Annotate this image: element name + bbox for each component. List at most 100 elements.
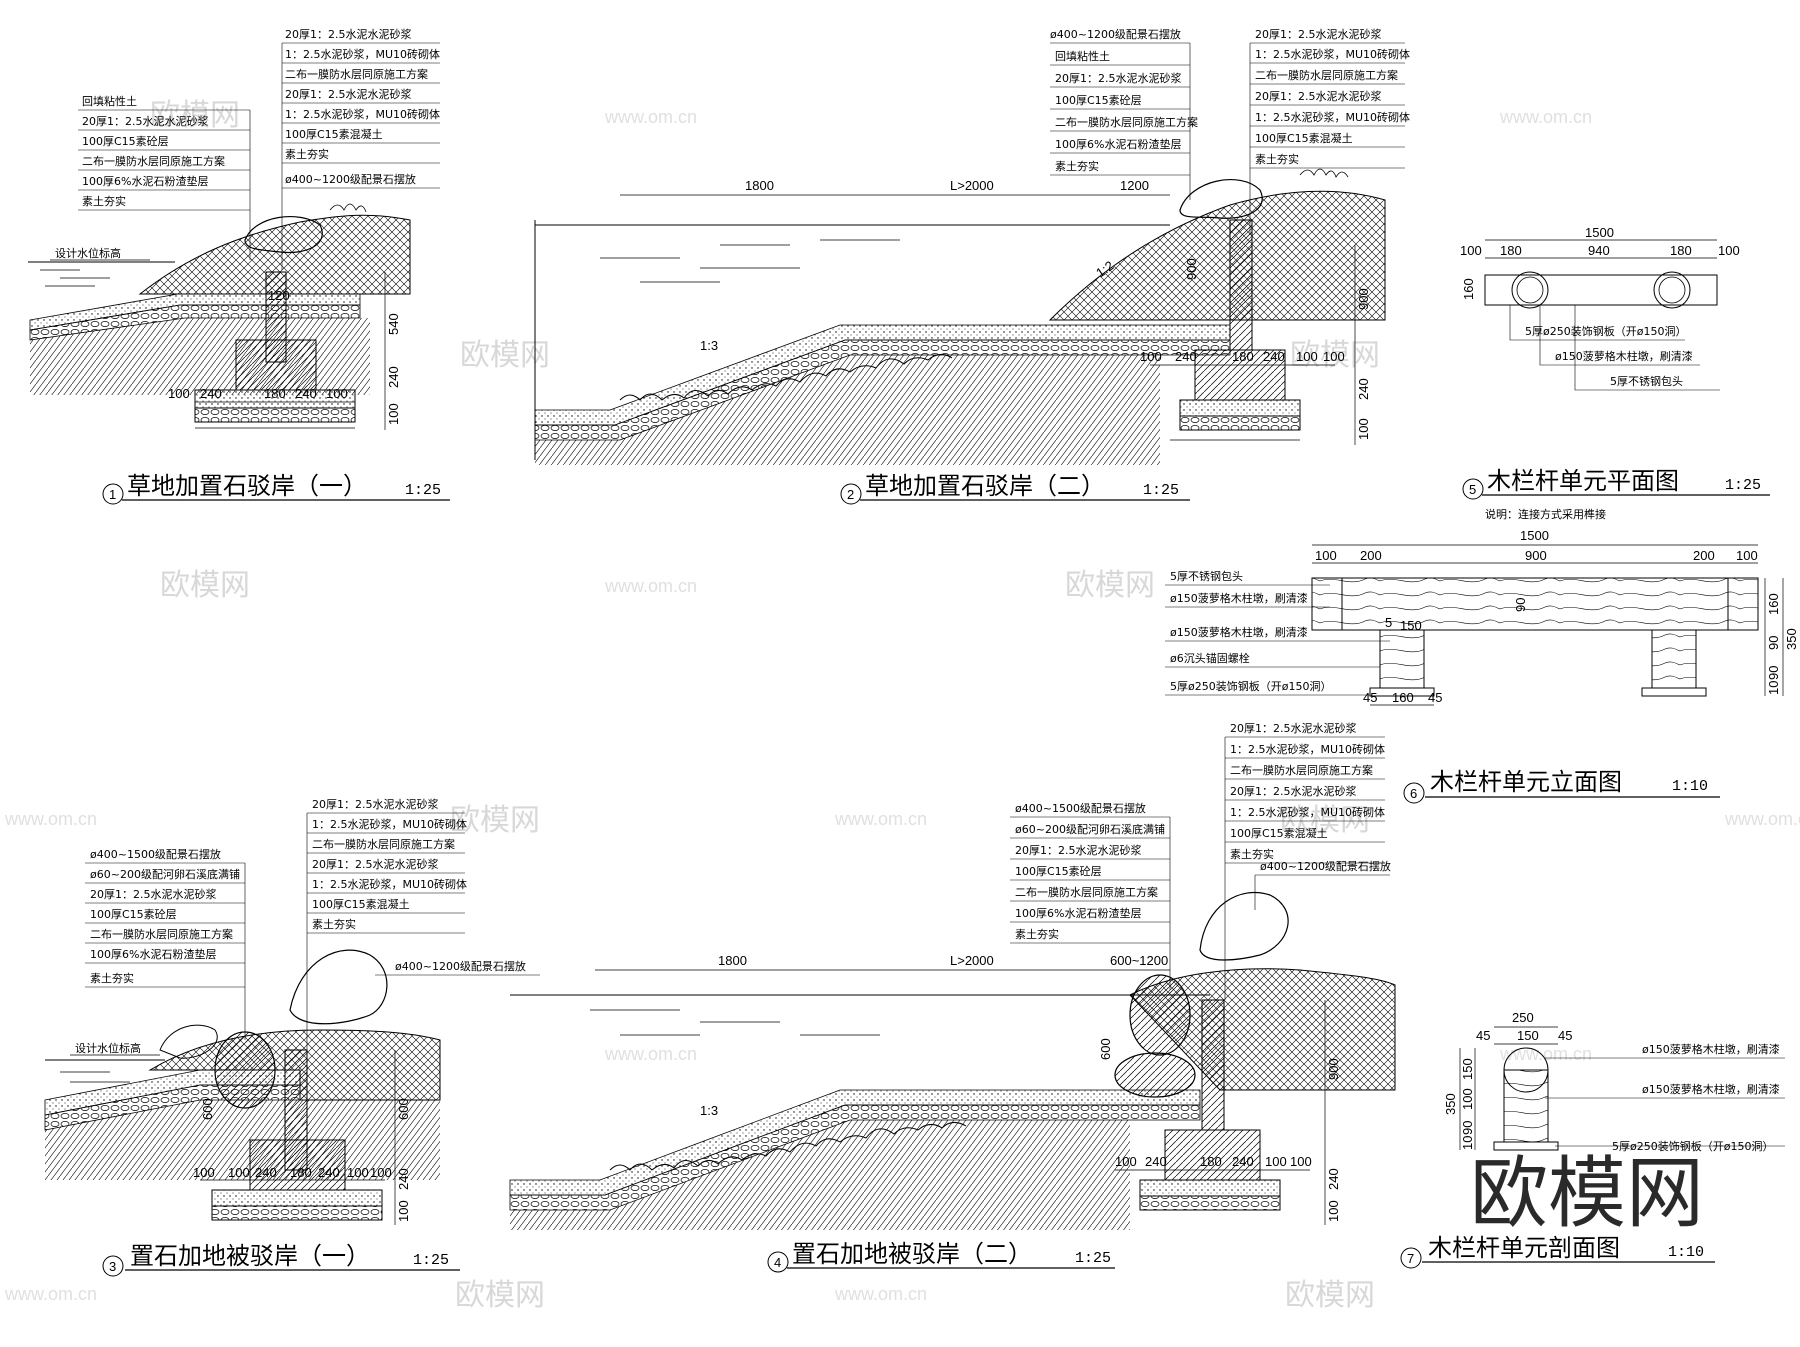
svg-text:ø400~1500级配景石摆放: ø400~1500级配景石摆放 bbox=[90, 847, 221, 861]
figure-1-section: 设计水位标高 回填粘性土 20厚1：2.5水泥水泥砂浆 100厚C15素砼层 二… bbox=[28, 27, 450, 505]
svg-text:100: 100 bbox=[1736, 548, 1758, 563]
svg-text:100厚C15素混凝土: 100厚C15素混凝土 bbox=[312, 897, 410, 911]
svg-text:120: 120 bbox=[268, 288, 290, 303]
svg-text:草地加置石驳岸（二）: 草地加置石驳岸（二） bbox=[865, 472, 1105, 500]
svg-text:240: 240 bbox=[1263, 349, 1285, 364]
svg-text:180: 180 bbox=[1232, 349, 1254, 364]
svg-text:ø150菠萝格木柱墩，刷清漆: ø150菠萝格木柱墩，刷清漆 bbox=[1170, 591, 1308, 605]
svg-text:2: 2 bbox=[847, 487, 854, 502]
figure-1-title: 1 草地加置石驳岸（一） 1:25 bbox=[102, 472, 450, 505]
svg-text:240: 240 bbox=[1175, 349, 1197, 364]
svg-text:欧模网: 欧模网 bbox=[160, 568, 250, 603]
svg-text:160: 160 bbox=[1392, 690, 1414, 705]
svg-text:100: 100 bbox=[1718, 243, 1740, 258]
svg-text:45: 45 bbox=[1428, 690, 1442, 705]
svg-text:1:25: 1:25 bbox=[1075, 1250, 1111, 1267]
svg-text:欧模网: 欧模网 bbox=[460, 338, 550, 373]
svg-text:素土夯实: 素土夯实 bbox=[1230, 847, 1274, 861]
figure-3-title: 3 置石加地被驳岸（一） 1:25 bbox=[102, 1242, 460, 1277]
svg-text:5厚ø250装饰钢板（开ø150洞）: 5厚ø250装饰钢板（开ø150洞） bbox=[1525, 324, 1686, 338]
svg-text:100: 100 bbox=[1115, 1154, 1137, 1169]
svg-text:150: 150 bbox=[1517, 1028, 1539, 1043]
svg-text:ø400~1500级配景石摆放: ø400~1500级配景石摆放 bbox=[1015, 801, 1146, 815]
svg-text:5厚ø250装饰钢板（开ø150洞）: 5厚ø250装饰钢板（开ø150洞） bbox=[1170, 679, 1331, 693]
svg-text:100厚C15素砼层: 100厚C15素砼层 bbox=[1055, 94, 1142, 107]
svg-text:100: 100 bbox=[193, 1165, 215, 1180]
svg-text:100: 100 bbox=[228, 1165, 250, 1180]
svg-text:45: 45 bbox=[1363, 690, 1377, 705]
svg-text:900: 900 bbox=[1356, 288, 1371, 310]
svg-text:100: 100 bbox=[396, 1200, 411, 1222]
svg-text:二布一膜防水层同原施工方案: 二布一膜防水层同原施工方案 bbox=[82, 154, 225, 168]
svg-text:www.om.cn: www.om.cn bbox=[834, 809, 927, 829]
figure-6-title: 6 木栏杆单元立面图 1:10 bbox=[1403, 768, 1720, 804]
svg-text:草地加置石驳岸（一）: 草地加置石驳岸（一） bbox=[127, 472, 367, 500]
svg-text:1: 1 bbox=[109, 487, 116, 502]
figure-2-dims-bottom: 100 240 180 240 100 100 900 240 100 bbox=[1140, 245, 1371, 445]
svg-text:5: 5 bbox=[1469, 482, 1476, 497]
svg-text:3: 3 bbox=[109, 1259, 116, 1274]
svg-text:素土夯实: 素土夯实 bbox=[1015, 927, 1059, 941]
svg-text:20厚1：2.5水泥水泥砂浆: 20厚1：2.5水泥水泥砂浆 bbox=[285, 27, 412, 41]
svg-text:180: 180 bbox=[1670, 243, 1692, 258]
svg-text:1：2.5水泥砂浆，MU10砖砌体: 1：2.5水泥砂浆，MU10砖砌体 bbox=[285, 47, 440, 61]
figure-7-title: 7 木栏杆单元剖面图 1:10 bbox=[1400, 1234, 1715, 1269]
figure-3-dims: 100 100 240 180 240 100 100 600 240 100 … bbox=[193, 1050, 411, 1225]
svg-text:1:25: 1:25 bbox=[1143, 482, 1179, 499]
svg-text:250: 250 bbox=[1512, 1010, 1534, 1025]
svg-text:600: 600 bbox=[1098, 1038, 1113, 1060]
svg-text:100: 100 bbox=[1140, 349, 1162, 364]
svg-text:240: 240 bbox=[1145, 1154, 1167, 1169]
svg-text:10: 10 bbox=[1766, 681, 1781, 695]
svg-text:100厚6%水泥石粉渣垫层: 100厚6%水泥石粉渣垫层 bbox=[1015, 906, 1141, 920]
svg-text:欧模网: 欧模网 bbox=[455, 1278, 545, 1313]
watermark-logo: 欧模网 bbox=[1470, 1149, 1704, 1239]
svg-text:240: 240 bbox=[295, 386, 317, 401]
svg-text:900: 900 bbox=[1525, 548, 1547, 563]
watermarks: 欧模网 欧模网 欧模网 欧模网 欧模网 欧模网 欧模网 欧模网 欧模网 www.… bbox=[4, 98, 1800, 1313]
svg-text:350: 350 bbox=[1784, 628, 1799, 650]
svg-text:160: 160 bbox=[1766, 593, 1781, 615]
svg-text:1800: 1800 bbox=[718, 953, 747, 968]
svg-text:L>2000: L>2000 bbox=[950, 178, 994, 193]
svg-text:www.om.cn: www.om.cn bbox=[604, 576, 697, 596]
figure-2-section: 1800 L>2000 1200 1:3 1:2 900 ø400~1200级配… bbox=[534, 27, 1410, 505]
svg-text:600: 600 bbox=[396, 1098, 411, 1120]
figure-4-section: 1800 L>2000 600~1200 1:3 600 ø400~1500级配… bbox=[509, 721, 1396, 1273]
figure-4-title: 4 置石加地被驳岸（二） 1:25 bbox=[767, 1240, 1115, 1273]
svg-text:www.om.cn: www.om.cn bbox=[1499, 107, 1592, 127]
svg-text:100厚C15素砼层: 100厚C15素砼层 bbox=[90, 908, 177, 921]
svg-text:10: 10 bbox=[1460, 1136, 1475, 1150]
water-level-label: 设计水位标高 bbox=[55, 246, 121, 260]
svg-text:100: 100 bbox=[1290, 1154, 1312, 1169]
svg-text:100: 100 bbox=[370, 1165, 392, 1180]
svg-text:90: 90 bbox=[1766, 666, 1781, 680]
svg-text:木栏杆单元剖面图: 木栏杆单元剖面图 bbox=[1428, 1234, 1620, 1262]
svg-text:20厚1：2.5水泥水泥砂浆: 20厚1：2.5水泥水泥砂浆 bbox=[1230, 721, 1357, 735]
figure-4-dims-top: 1800 L>2000 600~1200 1:3 600 bbox=[595, 953, 1170, 1118]
svg-text:900: 900 bbox=[1326, 1058, 1341, 1080]
svg-text:二布一膜防水层同原施工方案: 二布一膜防水层同原施工方案 bbox=[285, 67, 428, 81]
svg-text:240: 240 bbox=[1232, 1154, 1254, 1169]
svg-text:1:25: 1:25 bbox=[413, 1252, 449, 1269]
svg-text:www.om.cn: www.om.cn bbox=[834, 1284, 927, 1304]
svg-text:欧模网: 欧模网 bbox=[150, 98, 240, 133]
svg-text:L>2000: L>2000 bbox=[950, 953, 994, 968]
svg-text:100: 100 bbox=[326, 386, 348, 401]
svg-text:6: 6 bbox=[1410, 786, 1417, 801]
figure-2-notes-left: ø400~1200级配景石摆放 回填粘性土 20厚1：2.5水泥水泥砂浆 100… bbox=[1050, 27, 1198, 200]
svg-text:180: 180 bbox=[1500, 243, 1522, 258]
svg-text:4: 4 bbox=[774, 1255, 781, 1270]
svg-text:900: 900 bbox=[1184, 258, 1199, 280]
svg-text:240: 240 bbox=[255, 1165, 277, 1180]
figure-4-dims-bottom: 100 240 180 240 100 100 900 240 100 bbox=[1115, 1000, 1341, 1225]
svg-text:100: 100 bbox=[1323, 349, 1345, 364]
svg-text:100: 100 bbox=[386, 403, 401, 425]
svg-text:www.om.cn: www.om.cn bbox=[1499, 1044, 1592, 1064]
svg-text:1：2.5水泥砂浆，MU10砖砌体: 1：2.5水泥砂浆，MU10砖砌体 bbox=[1230, 742, 1385, 756]
svg-text:100厚C15素混凝土: 100厚C15素混凝土 bbox=[1230, 826, 1328, 840]
svg-text:150: 150 bbox=[1400, 618, 1422, 633]
svg-text:ø150菠萝格木柱墩，刷清漆: ø150菠萝格木柱墩，刷清漆 bbox=[1555, 349, 1693, 363]
svg-text:说明：连接方式采用榫接: 说明：连接方式采用榫接 bbox=[1485, 507, 1606, 521]
svg-text:1:25: 1:25 bbox=[405, 482, 441, 499]
